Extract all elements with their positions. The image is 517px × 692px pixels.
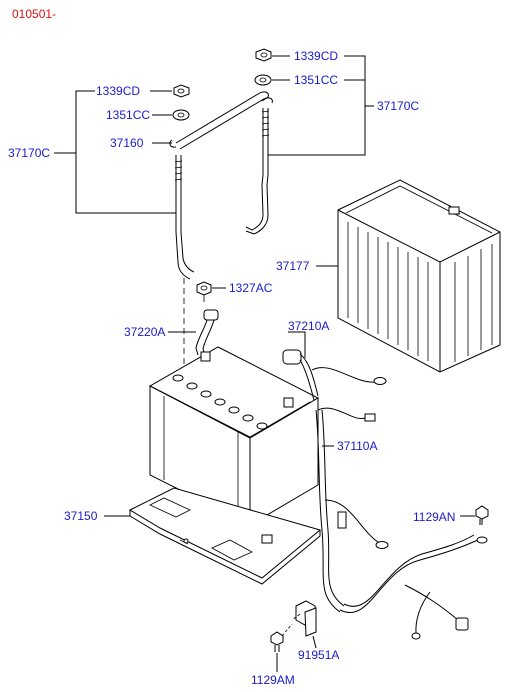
label-1339cd-top: 1339CD <box>294 49 338 63</box>
label-1351cc-left: 1351CC <box>106 108 150 122</box>
label-91951a: 91951A <box>298 648 339 662</box>
label-1339cd-left: 1339CD <box>96 84 140 98</box>
diagram-code: 010501- <box>12 7 56 21</box>
negative-battery-cable <box>195 309 219 356</box>
hold-down-rod-left <box>174 155 195 280</box>
label-1351cc-top: 1351CC <box>294 73 338 87</box>
battery-tray <box>128 487 347 585</box>
bracket-91951a <box>291 600 317 637</box>
bolt-1129am <box>270 623 293 652</box>
battery-insulator-box <box>337 179 501 373</box>
hold-down-bar <box>169 91 273 150</box>
hold-down-rod-right <box>245 108 270 235</box>
label-37150: 37150 <box>64 509 98 523</box>
label-1327ac: 1327AC <box>229 281 273 295</box>
bolt-1129an <box>475 505 489 525</box>
label-37170c-right: 37170C <box>377 99 419 113</box>
label-37110a: 37110A <box>337 439 377 453</box>
label-37210a: 37210A <box>288 319 329 333</box>
positive-battery-cable <box>282 349 387 422</box>
label-1129an: 1129AN <box>413 510 455 524</box>
label-37177: 37177 <box>276 259 310 273</box>
nut-1339cd-left <box>173 84 190 98</box>
nut-1339cd-top <box>255 48 272 62</box>
label-37160: 37160 <box>110 136 144 150</box>
main-wiring-harness <box>315 409 488 640</box>
label-1129am: 1129AM <box>251 673 295 687</box>
nut-1327ac <box>196 281 212 302</box>
washer-1351cc-top <box>254 74 272 86</box>
washer-1351cc-left <box>172 109 190 121</box>
label-37170c-left: 37170C <box>8 146 50 160</box>
label-37220a: 37220A <box>124 325 165 339</box>
